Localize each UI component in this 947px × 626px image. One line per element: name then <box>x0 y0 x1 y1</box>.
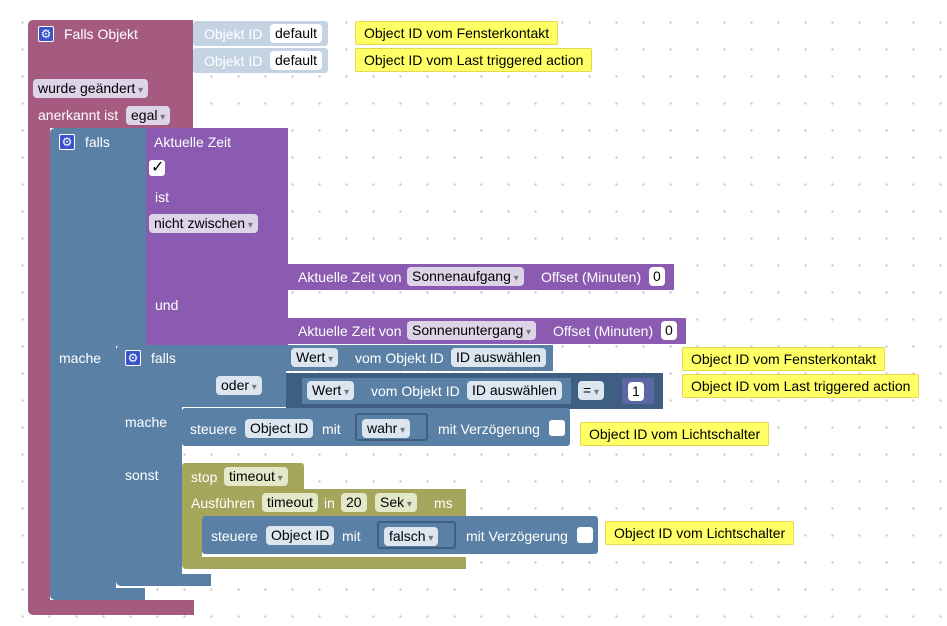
astro2-offset-label: Offset (Minuten) <box>553 323 654 339</box>
astro1-offset-input[interactable]: 0 <box>649 267 665 286</box>
stop-label: stop <box>191 469 218 485</box>
event-block-spine <box>28 120 50 610</box>
control1-value-dropdown[interactable]: wahr <box>362 419 411 438</box>
time-title: Aktuelle Zeit <box>154 134 232 150</box>
timeout-name-field[interactable]: timeout <box>262 493 318 512</box>
control2-object-field[interactable]: Object ID <box>266 526 335 545</box>
object-id-label-1: Objekt ID <box>204 26 263 42</box>
event-mode-dropdown[interactable]: wurde geändert <box>33 79 149 98</box>
if2-bottom <box>116 574 211 586</box>
control1-label: steuere <box>190 421 237 437</box>
comment-note-5[interactable]: Object ID vom Lichtschalter <box>580 422 770 446</box>
timeout-unit-dropdown[interactable]: Sek <box>375 493 417 512</box>
if2-spine <box>116 400 182 580</box>
astro1-label: Aktuelle Zeit von <box>298 269 402 285</box>
astro2-offset-input[interactable]: 0 <box>661 321 677 340</box>
ack-dropdown[interactable]: egal <box>126 106 171 125</box>
comment-note-6[interactable]: Object ID vom Lichtschalter <box>605 521 795 545</box>
checkbox[interactable] <box>149 160 165 176</box>
state1-id-select[interactable]: ID auswählen <box>451 348 546 367</box>
timeout-ms-label: ms <box>434 495 453 511</box>
astro2-dropdown[interactable]: Sonnenuntergang <box>407 321 537 340</box>
timeout-in-label: in <box>324 495 335 511</box>
object-id-field-2[interactable]: default <box>270 51 323 70</box>
control2-value-dropdown[interactable]: falsch <box>384 527 439 546</box>
logic-op-dropdown[interactable]: oder <box>216 376 262 395</box>
if2-mache-label: mache <box>125 414 168 430</box>
astro2-label: Aktuelle Zeit von <box>298 323 402 339</box>
object-id-label-2: Objekt ID <box>204 53 263 69</box>
ist-label: ist <box>155 189 169 205</box>
control1-delay-label: mit Verzögerung <box>438 421 540 437</box>
control2-delay-checkbox[interactable] <box>577 527 593 543</box>
comment-note-1[interactable]: Object ID vom Fensterkontakt <box>355 21 559 45</box>
timeout-block[interactable] <box>182 489 466 517</box>
gear-icon[interactable]: ⚙ <box>38 26 54 42</box>
time-block-body[interactable] <box>146 128 288 346</box>
if1-spine <box>50 340 116 592</box>
control2-label: steuere <box>211 528 258 544</box>
timeout-number[interactable]: 20 <box>341 493 367 512</box>
stop-timeout-dropdown[interactable]: timeout <box>224 467 288 486</box>
compare-op-dropdown[interactable]: = <box>578 381 604 400</box>
control1-object-field[interactable]: Object ID <box>245 419 314 438</box>
state2-attr-dropdown[interactable]: Wert <box>307 381 355 400</box>
timeout-label: Ausführen <box>191 495 255 511</box>
gear-icon[interactable]: ⚙ <box>59 134 75 150</box>
state2-id-select[interactable]: ID auswählen <box>467 381 562 400</box>
timeout-spine <box>182 515 202 565</box>
astro1-dropdown[interactable]: Sonnenaufgang <box>407 267 524 286</box>
object-id-field-1[interactable]: default <box>270 24 323 43</box>
if2-falls-label: falls <box>151 350 176 366</box>
if2-sonst-label: sonst <box>125 467 159 483</box>
ack-label: anerkannt ist <box>38 107 119 123</box>
if1-mache-label: mache <box>59 350 102 366</box>
comment-note-2[interactable]: Object ID vom Last triggered action <box>355 48 593 72</box>
comment-note-4[interactable]: Object ID vom Last triggered action <box>682 374 920 398</box>
event-title: Falls Objekt <box>64 26 138 42</box>
if1-falls-label: falls <box>85 134 110 150</box>
und-label: und <box>155 297 179 313</box>
gear-icon[interactable]: ⚙ <box>125 350 141 366</box>
control1-mit-label: mit <box>322 421 341 437</box>
control2-mit-label: mit <box>342 528 361 544</box>
state2-label: vom Objekt ID <box>371 383 460 399</box>
control1-delay-checkbox[interactable] <box>549 420 565 436</box>
timeout-bottom <box>182 557 466 569</box>
control2-delay-label: mit Verzögerung <box>466 528 568 544</box>
if1-header[interactable] <box>50 128 146 346</box>
if1-bottom <box>50 588 145 600</box>
event-block-bottom <box>28 600 194 615</box>
comment-note-3[interactable]: Object ID vom Fensterkontakt <box>682 347 886 371</box>
compare-dropdown[interactable]: nicht zwischen <box>149 214 258 233</box>
astro1-offset-label: Offset (Minuten) <box>541 269 642 285</box>
check-icon: ✓ <box>151 159 165 176</box>
compare-number[interactable]: 1 <box>628 382 644 401</box>
state1-label: vom Objekt ID <box>355 350 444 366</box>
state1-attr-dropdown[interactable]: Wert <box>291 348 339 367</box>
